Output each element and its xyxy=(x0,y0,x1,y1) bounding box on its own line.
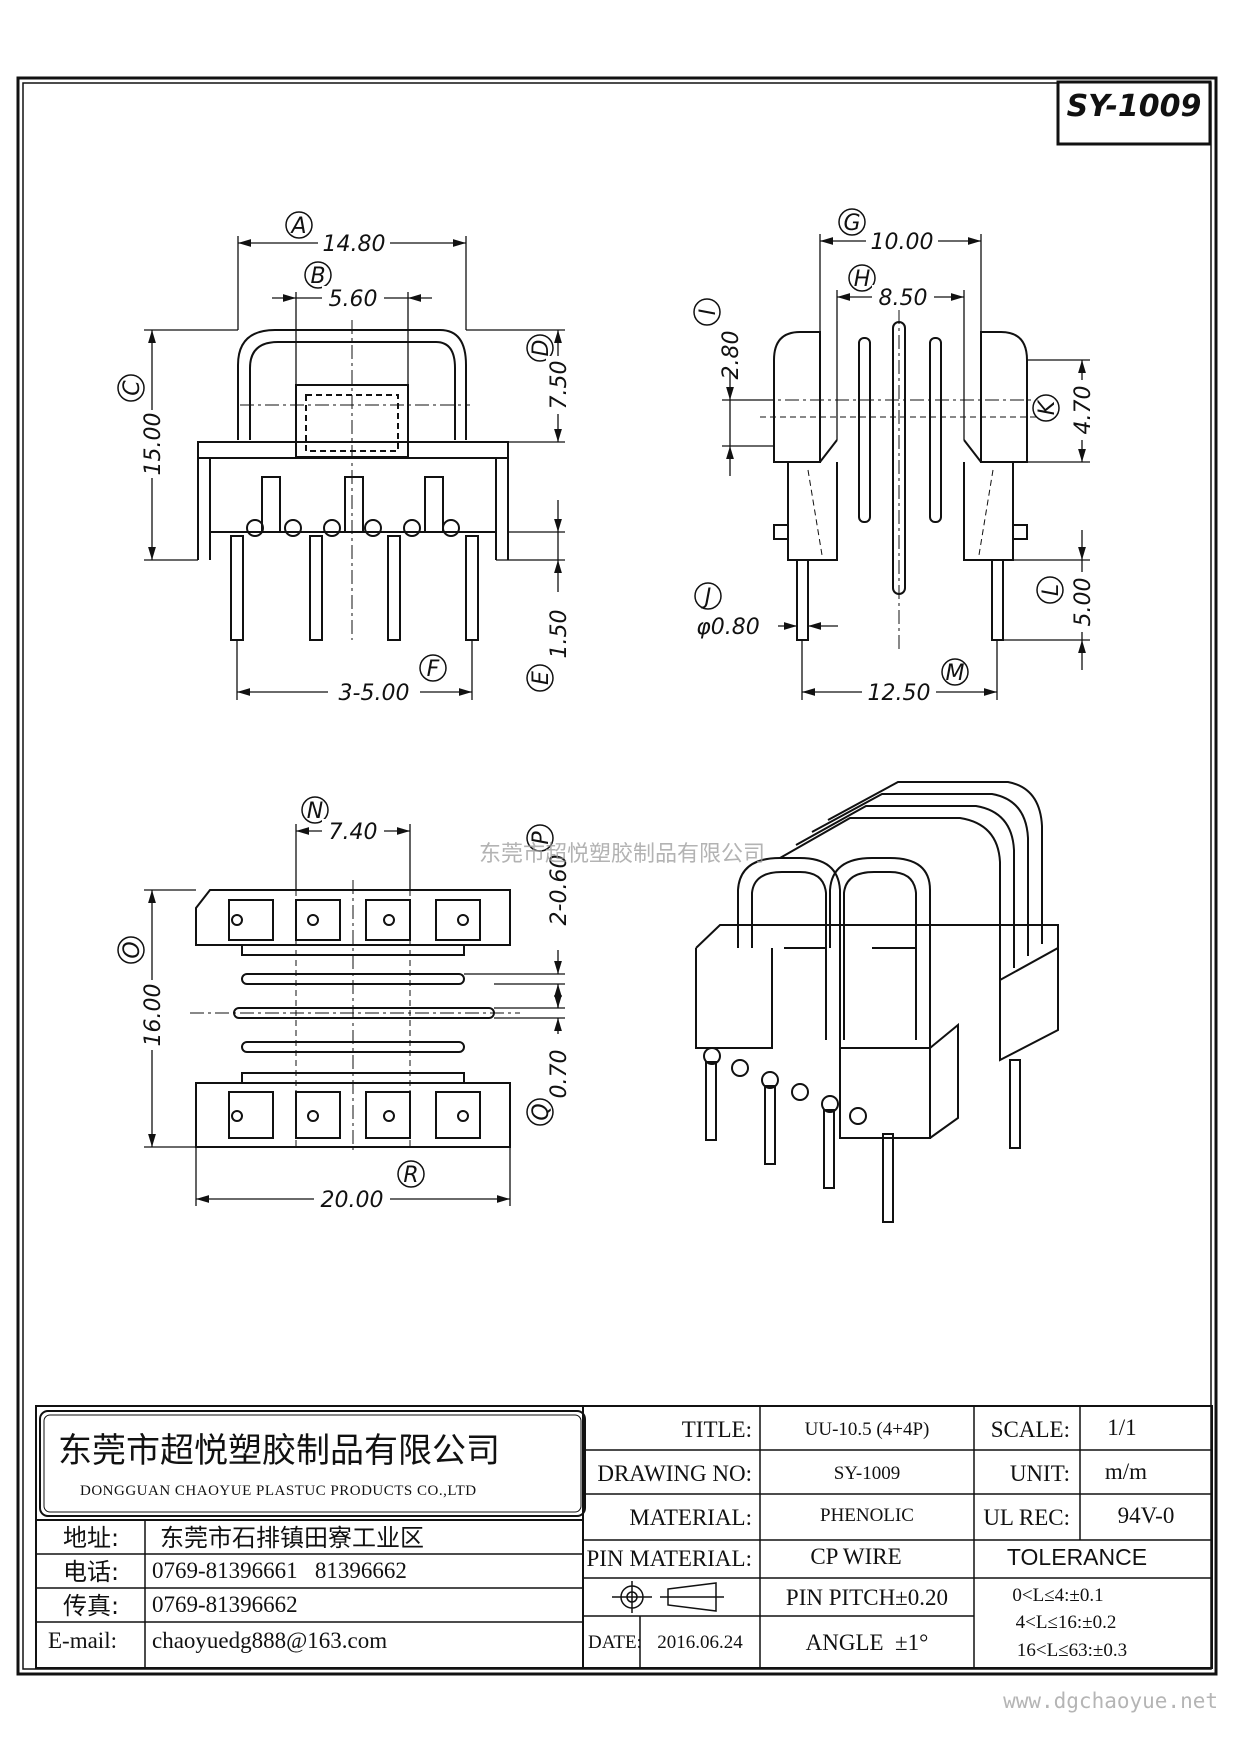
phone-value: 0769-81396661 81396662 xyxy=(152,1558,407,1583)
title-block xyxy=(35,1405,1213,1669)
part-number: SY-1009 xyxy=(1067,89,1202,124)
material-label: MATERIAL: xyxy=(629,1505,752,1530)
tolerance-heading: TOLERANCE xyxy=(1007,1544,1147,1570)
dim-letter: E xyxy=(529,671,554,685)
dim-value: 12.50 xyxy=(868,681,931,706)
angle-tolerance: ANGLE ±1° xyxy=(806,1630,929,1655)
company-name-en: DONGGUAN CHAOYUE PLASTUC PRODUCTS CO.,LT… xyxy=(80,1483,477,1499)
dim-letter: B xyxy=(310,264,325,289)
scale-value: 1/1 xyxy=(1107,1415,1136,1440)
dim-value: 7.50 xyxy=(547,361,572,410)
tolerance-row-2: 4<L≤16:±0.2 xyxy=(1016,1612,1117,1633)
dim-B: B 5.60 xyxy=(304,261,384,312)
material-value: PHENOLIC xyxy=(820,1505,914,1526)
tolerance-row-1: 0<L≤4:±0.1 xyxy=(1012,1585,1103,1606)
fax-label: 传真: xyxy=(63,1592,119,1620)
company-name-cn: 东莞市超悦塑胶制品有限公司 xyxy=(58,1431,500,1471)
watermark: 东莞市超悦塑胶制品有限公司 xyxy=(479,842,765,867)
dim-letter: K xyxy=(1035,399,1060,415)
front-view xyxy=(197,320,509,641)
unit-label: UNIT: xyxy=(1010,1461,1070,1486)
dim-letter: A xyxy=(289,214,306,239)
dim-P: P 2-0.60 xyxy=(526,824,572,926)
dim-N: N 7.40 xyxy=(301,796,384,845)
email-label: E-mail: xyxy=(48,1628,117,1653)
ul-rec-value: 94V-0 xyxy=(1118,1503,1175,1528)
dim-R: 20.00 R xyxy=(314,1160,425,1213)
dim-letter: J xyxy=(701,585,712,610)
dim-J: J φ0.80 xyxy=(694,582,760,640)
dim-K: K 4.70 xyxy=(1032,380,1096,440)
pin-material-value: CP WIRE xyxy=(810,1544,901,1569)
projection-symbol xyxy=(612,1581,724,1613)
dim-value: 1.50 xyxy=(547,610,572,659)
dim-M: 12.50 M xyxy=(862,658,969,706)
dim-value: 2-0.60 xyxy=(547,855,572,926)
date-value: 2016.06.24 xyxy=(657,1632,743,1653)
dim-letter: O xyxy=(120,941,145,958)
dim-letter: M xyxy=(946,661,965,686)
unit-value: m/m xyxy=(1105,1459,1147,1484)
dim-value: 16.00 xyxy=(141,984,166,1047)
dim-letter: H xyxy=(854,267,871,292)
scale-label: SCALE: xyxy=(991,1417,1070,1442)
dim-value: 7.40 xyxy=(329,820,378,845)
dim-value: 20.00 xyxy=(321,1188,384,1213)
tolerance-row-3: 16<L≤63:±0.3 xyxy=(1017,1640,1127,1661)
dim-value: 10.00 xyxy=(871,230,934,255)
title-value: UU-10.5 (4+4P) xyxy=(805,1419,930,1440)
dim-value: 0.70 xyxy=(547,1050,572,1099)
website-url: www.dgchaoyue.net xyxy=(1003,1689,1218,1713)
drawing-no-value: SY-1009 xyxy=(834,1463,901,1484)
phone-label: 电话: xyxy=(63,1558,119,1586)
dim-D: D 7.50 xyxy=(526,334,572,414)
dim-value: 3-5.00 xyxy=(339,681,410,706)
dim-value: 5.60 xyxy=(329,287,378,312)
part-number-box: SY-1009 xyxy=(1056,80,1212,146)
dim-H: H 8.50 xyxy=(848,264,934,311)
dim-value: 15.00 xyxy=(141,413,166,476)
dim-letter: L xyxy=(1039,584,1064,596)
dim-G: G 10.00 xyxy=(838,208,938,255)
isometric-view xyxy=(695,781,1059,1223)
pin-material-label: PIN MATERIAL: xyxy=(587,1546,752,1571)
dim-value: 5.00 xyxy=(1071,578,1096,627)
dim-C: C 15.00 xyxy=(117,374,166,478)
date-label: DATE: xyxy=(588,1632,642,1653)
dim-letter: F xyxy=(427,657,440,682)
dim-letter: D xyxy=(529,340,554,357)
dim-value: 2.80 xyxy=(719,331,744,380)
dim-A: A 14.80 xyxy=(285,211,390,257)
address-label: 地址: xyxy=(63,1524,119,1552)
dim-Q: Q 0.70 xyxy=(526,1050,572,1126)
dim-O: O 16.00 xyxy=(117,936,166,1050)
dim-letter: I xyxy=(696,309,721,316)
outer-border xyxy=(16,76,1218,1676)
bottom-view xyxy=(190,880,520,1150)
dim-value: φ0.80 xyxy=(696,615,760,640)
dim-value: 8.50 xyxy=(879,286,928,311)
dim-F: 3-5.00 F xyxy=(328,654,447,706)
drawing-no-label: DRAWING NO: xyxy=(597,1461,752,1486)
dim-E: E 1.50 xyxy=(526,604,572,692)
dim-value: 4.70 xyxy=(1071,386,1096,435)
email-value: chaoyuedg888@163.com xyxy=(152,1628,387,1653)
ul-rec-label: UL REC: xyxy=(983,1505,1070,1530)
dim-letter: P xyxy=(529,831,554,845)
address-value: 东莞市石排镇田寮工业区 xyxy=(160,1524,424,1552)
dim-L: L 5.00 xyxy=(1036,572,1096,632)
dim-letter: Q xyxy=(529,1103,554,1120)
bottom-view-dims xyxy=(144,824,565,1206)
dim-letter: N xyxy=(307,799,323,824)
dim-letter: G xyxy=(843,211,860,236)
side-view xyxy=(760,310,1040,650)
fax-value: 0769-81396662 xyxy=(152,1592,298,1617)
pin-pitch: PIN PITCH±0.20 xyxy=(786,1585,948,1610)
dim-letter: C xyxy=(120,380,145,396)
title-label: TITLE: xyxy=(682,1417,752,1442)
dim-value: 14.80 xyxy=(323,232,386,257)
dim-I: I 2.80 xyxy=(693,298,744,380)
dim-letter: R xyxy=(403,1163,418,1188)
